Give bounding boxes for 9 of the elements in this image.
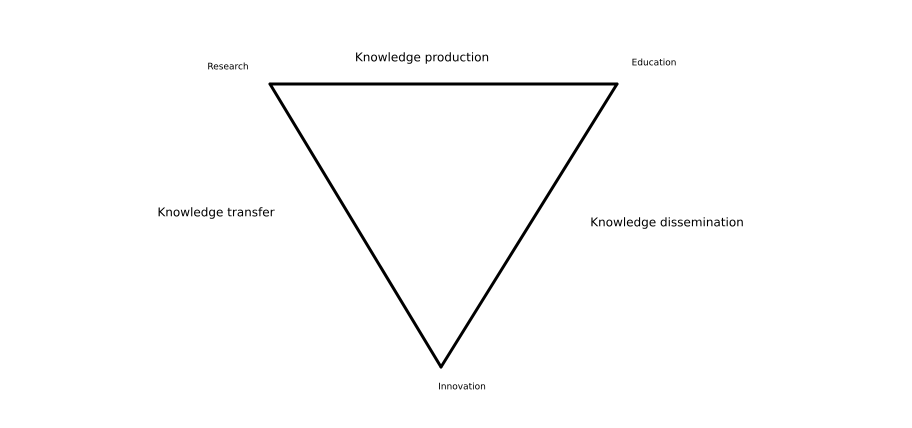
triangle-side [268,82,442,368]
triangle-side [268,82,618,86]
edge-label: Knowledge transfer [158,207,275,219]
edge-label: Knowledge dissemination [591,217,743,229]
vertex-label: Innovation [439,382,486,390]
edge-label: Knowledge production [356,52,488,64]
vertex-label: Research [208,62,248,70]
triangle-side [440,82,618,368]
vertex-label: Education [632,58,676,66]
